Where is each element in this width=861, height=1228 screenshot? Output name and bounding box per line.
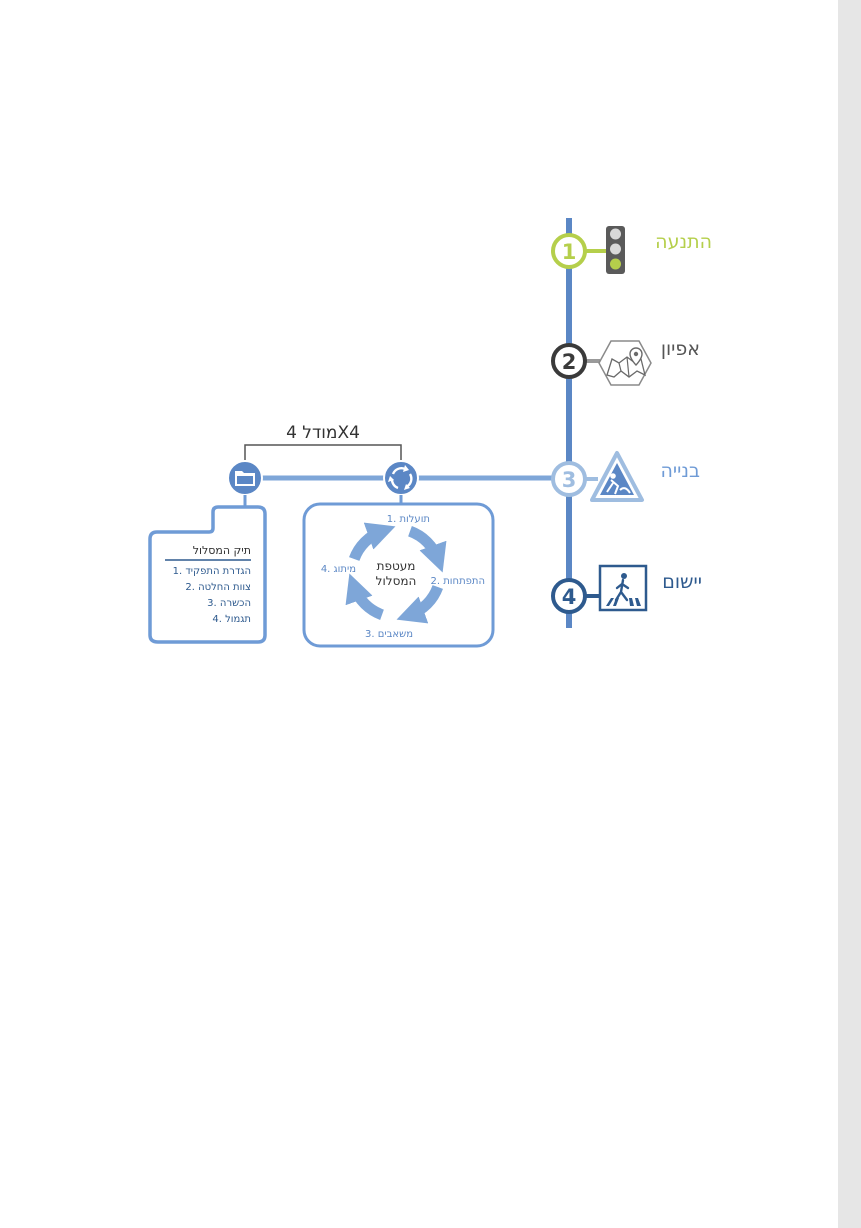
folder-item-2: 2. צוות החלטה bbox=[185, 582, 251, 593]
folder-node[interactable] bbox=[227, 460, 263, 496]
folder-item-3: 3. הכשרה bbox=[207, 598, 251, 609]
stage-3-marker bbox=[551, 461, 587, 497]
folder-item-4: 4. תגמול bbox=[212, 614, 251, 625]
right-scrollbar-area bbox=[838, 0, 861, 1228]
cycle-item-1: 1. תועלות bbox=[387, 514, 430, 525]
stage-2-label: אפיון bbox=[661, 338, 700, 360]
model-title: מודל 4X4 bbox=[286, 423, 360, 443]
cycle-center-line1: מעטפת bbox=[377, 559, 416, 573]
stage-3-number: 3 bbox=[562, 468, 577, 492]
stage-2-number: 2 bbox=[562, 350, 577, 374]
cycle-arrow-1 bbox=[407, 526, 447, 573]
traffic-light-icon bbox=[606, 226, 625, 274]
cycle-node[interactable] bbox=[383, 460, 419, 496]
folder-item-1: 1. הגדרת התפקיד bbox=[173, 566, 251, 577]
cycle-arrow-3 bbox=[345, 573, 385, 620]
stage-1-number: 1 bbox=[562, 240, 577, 264]
stage-3[interactable]: 3 בנייה bbox=[551, 451, 700, 502]
cycle-item-4: 4. מיתוג bbox=[321, 564, 356, 575]
cycle-panel: מעטפת המסלול 1. תועלות 2. התפתחות 3. משא… bbox=[302, 502, 495, 648]
cycle-item-2: 2. התפתחות bbox=[431, 576, 486, 587]
cycle-center-line2: המסלול bbox=[376, 574, 417, 588]
stage-1-label: התנעה bbox=[655, 231, 712, 253]
stage-2[interactable]: 2 אפיון bbox=[551, 338, 700, 386]
stage-3-label: בנייה bbox=[660, 460, 700, 482]
folder-title: תיק המסלול bbox=[193, 544, 251, 557]
cycle-arrows-icon bbox=[388, 465, 413, 490]
stage-4-marker bbox=[551, 578, 587, 614]
stage-1[interactable]: 1 התנעה bbox=[551, 226, 712, 274]
stage-4-number: 4 bbox=[562, 585, 577, 609]
cycle-item-3: 3. משאבים bbox=[365, 629, 413, 640]
cycle-arrow-2 bbox=[396, 584, 443, 624]
stage-1-marker bbox=[551, 233, 587, 269]
model-bracket bbox=[244, 444, 402, 460]
map-pin-icon bbox=[598, 340, 652, 386]
construction-sign-icon bbox=[590, 451, 644, 502]
cycle-arrow-4 bbox=[349, 522, 396, 562]
stage-2-marker bbox=[551, 343, 587, 379]
folder-panel: תיק המסלול 1. הגדרת התפקיד 2. צוות החלטה… bbox=[148, 505, 267, 644]
process-diagram: 1 התנעה 2 אפיון 3 bbox=[148, 218, 712, 648]
folder-icon bbox=[235, 471, 255, 486]
stage-4-label: יישום bbox=[662, 571, 702, 593]
pedestrian-crossing-icon bbox=[598, 564, 648, 612]
stage-4[interactable]: 4 יישום bbox=[551, 564, 702, 614]
